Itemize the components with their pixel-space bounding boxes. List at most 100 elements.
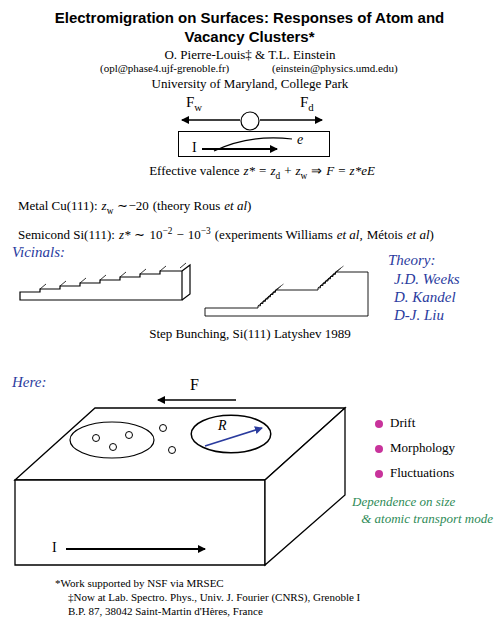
text-line: O. Pierre-Louis‡ & T.L. Einstein <box>164 47 335 63</box>
step-edge <box>120 272 126 277</box>
label-text: Step Bunching, Si(111) Latyshev 1989 <box>149 326 351 341</box>
title-text: Electromigration on Surfaces: Responses … <box>52 8 447 46</box>
label-text: −2 <box>162 226 172 236</box>
label-text: Dependence on size <box>352 494 455 509</box>
step-edge <box>100 275 106 280</box>
vicinal-surface <box>20 271 182 300</box>
atom <box>241 112 259 130</box>
label-text: Vicinals: <box>12 244 65 260</box>
text-line: & atomic transport mode <box>361 511 493 527</box>
label-text: −3 <box>201 226 211 236</box>
terrace <box>205 308 258 309</box>
label-text: z*eE <box>350 163 375 178</box>
label-text: J.D. Weeks <box>394 271 460 287</box>
label-text: (einstein@physics.umd.edu) <box>272 62 398 74</box>
text-line: *Work supported by NSF via MRSEC <box>55 577 224 589</box>
label-text: D-J. Liu <box>394 307 444 323</box>
text-line: ‡Now at Lab. Spectro. Phys., Univ. J. Fo… <box>68 591 360 603</box>
slab-front <box>15 480 265 565</box>
label-text: ∼−20 <box>117 198 148 213</box>
node-label: e <box>297 132 303 148</box>
label-text: D. Kandel <box>394 289 456 305</box>
step-edge <box>180 263 186 268</box>
step-edge <box>336 266 344 272</box>
terrace <box>338 272 368 273</box>
label-text: B.P. 87, 38042 Saint-Martin d'Hères, Fra… <box>68 605 263 617</box>
text-line: Fd <box>300 94 314 113</box>
text-line: J.D. Weeks <box>394 271 460 288</box>
vacancy <box>160 425 167 432</box>
label-text: ) <box>247 198 251 213</box>
terrace <box>278 290 318 291</box>
vacancy <box>126 432 133 439</box>
label-text: I <box>52 540 57 555</box>
label-text: z* <box>119 227 131 242</box>
text-line: B.P. 87, 38042 Saint-Martin d'Hères, Fra… <box>68 605 263 617</box>
label-text: = <box>259 163 266 178</box>
label-text: ⇒ <box>311 163 322 178</box>
label-text: w <box>107 206 114 216</box>
label-text: Metal Cu(111): <box>18 198 98 213</box>
label-text: z <box>102 198 107 213</box>
label-text: Fluctuations <box>390 465 454 480</box>
label-text: d <box>308 101 313 113</box>
label-text: Métois <box>367 227 403 242</box>
label-text: & atomic transport mode <box>361 511 493 526</box>
label-text: Morphology <box>390 440 455 455</box>
force-arrow <box>158 399 236 401</box>
label-text: 10 <box>188 227 201 242</box>
island-edge <box>191 415 271 453</box>
label-text: z <box>295 163 300 178</box>
bullet <box>375 470 383 478</box>
label-text: F <box>190 376 199 393</box>
label-text: + <box>284 163 291 178</box>
label-text: O. Pierre-Louis‡ & T.L. Einstein <box>164 47 335 62</box>
force-arrow <box>260 119 322 121</box>
vacancy <box>93 435 100 442</box>
label-text: University of Maryland, College Park <box>152 76 349 91</box>
crystal-outline <box>205 272 368 316</box>
label-text: et al, <box>337 227 363 242</box>
label-text: (opl@phase4.ujf-grenoble.fr) <box>100 62 229 74</box>
bullet <box>375 420 383 428</box>
text-line: Step Bunching, Si(111) Latyshev 1989 <box>149 326 351 342</box>
text-line: Here: <box>12 374 46 391</box>
label-text: ∼ <box>134 227 145 242</box>
slab-side <box>265 408 345 565</box>
text-line: Fluctuations <box>390 465 454 481</box>
label-text: Semicond Si(111): <box>18 227 115 242</box>
step-edge <box>40 284 46 289</box>
text-line: Fw <box>186 94 202 113</box>
step-edge <box>80 278 86 283</box>
step-bunches <box>205 266 368 316</box>
step-edge <box>60 281 66 286</box>
step-edge <box>276 284 284 290</box>
text-line: D. Kandel <box>394 289 456 306</box>
text-line: I <box>52 540 57 556</box>
vacancy <box>169 447 176 454</box>
text-line: University of Maryland, College Park <box>152 76 349 92</box>
island-shape <box>190 414 272 454</box>
text-line: Morphology <box>390 440 455 456</box>
label-text: (experiments Williams <box>215 227 333 242</box>
label-text: z* <box>243 163 255 178</box>
text-line: Dependence on size <box>352 494 455 510</box>
label-text: et al <box>407 227 430 242</box>
label-text: et al <box>224 198 247 213</box>
island-outline: R <box>190 414 272 454</box>
step-edge <box>140 269 146 274</box>
step-edges <box>40 263 186 289</box>
current-arrow <box>202 148 277 150</box>
label-text: d <box>275 171 280 181</box>
current-arrow <box>66 548 205 550</box>
text-line: Theory: <box>388 252 436 269</box>
label-text: Effective valence <box>149 163 239 178</box>
label-text: ‡Now at Lab. Spectro. Phys., Univ. J. Fo… <box>68 591 360 603</box>
label-text: 10 <box>149 227 162 242</box>
label-text: *Work supported by NSF via MRSEC <box>55 577 224 589</box>
vacancy <box>110 444 117 451</box>
label-text: Here: <box>12 374 46 390</box>
label-text: w <box>194 101 202 113</box>
node-label: I <box>192 140 197 156</box>
